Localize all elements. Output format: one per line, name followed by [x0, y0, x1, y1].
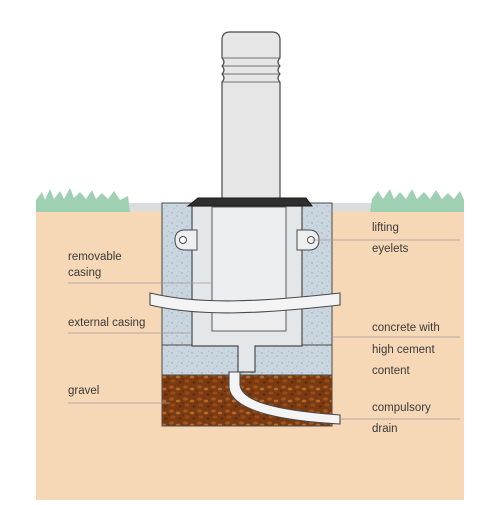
label-drain-line2: drain	[372, 423, 398, 435]
label-concrete-line3: content	[372, 365, 411, 377]
label-removable-casing-line2: casing	[68, 267, 101, 279]
grass-right	[370, 189, 464, 212]
grass-left	[36, 188, 130, 212]
bollard-collar	[186, 197, 313, 207]
label-drain-line1: compulsory	[372, 402, 431, 414]
bollard	[221, 31, 281, 201]
label-concrete-line2: high cement	[372, 344, 435, 356]
label-external-casing: external casing	[68, 317, 145, 329]
label-concrete-line1: concrete with	[372, 322, 440, 334]
label-lifting-eyelets-line1: lifting	[372, 222, 399, 234]
label-gravel: gravel	[68, 385, 99, 397]
drain-pipe	[228, 371, 341, 425]
cross-tube	[149, 292, 341, 314]
label-lifting-eyelets-line2: eyelets	[372, 243, 409, 255]
label-removable-casing-line1: removable	[68, 251, 122, 263]
lifting-eyelet-left	[174, 229, 198, 251]
